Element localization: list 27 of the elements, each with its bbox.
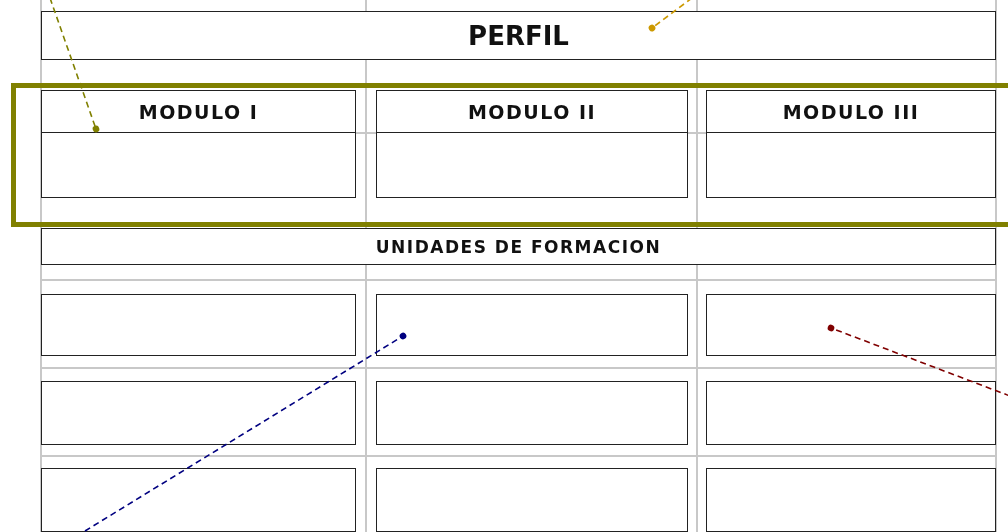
module-header: [706, 90, 996, 133]
module-body-box: [376, 132, 688, 198]
unit-box: [41, 381, 356, 445]
unit-box: [706, 294, 996, 356]
header-text: UNIDADES DE FORMACION: [375, 236, 662, 257]
header-text: MODULO III: [782, 100, 920, 123]
title-box: [41, 11, 996, 60]
leader-line: [84, 332, 407, 532]
unit-box: [41, 468, 356, 532]
leader-line: [827, 324, 1008, 397]
unit-box: [376, 381, 688, 445]
leader-line: [49, 0, 100, 133]
unit-box: [41, 294, 356, 356]
highlight-frame: [11, 83, 1008, 227]
module-header: [376, 90, 688, 133]
unit-box: [376, 468, 688, 532]
unit-box: [706, 468, 996, 532]
unit-box: [706, 381, 996, 445]
module-body-box: [706, 132, 996, 198]
module-body-box: [41, 132, 356, 198]
module-header: [41, 90, 356, 133]
section-header: [41, 228, 996, 265]
unit-box: [376, 294, 688, 356]
header-text: MODULO II: [467, 100, 597, 123]
header-text: MODULO I: [138, 100, 259, 123]
leader-line: [648, 0, 693, 32]
header-text: PERFIL: [468, 20, 569, 51]
